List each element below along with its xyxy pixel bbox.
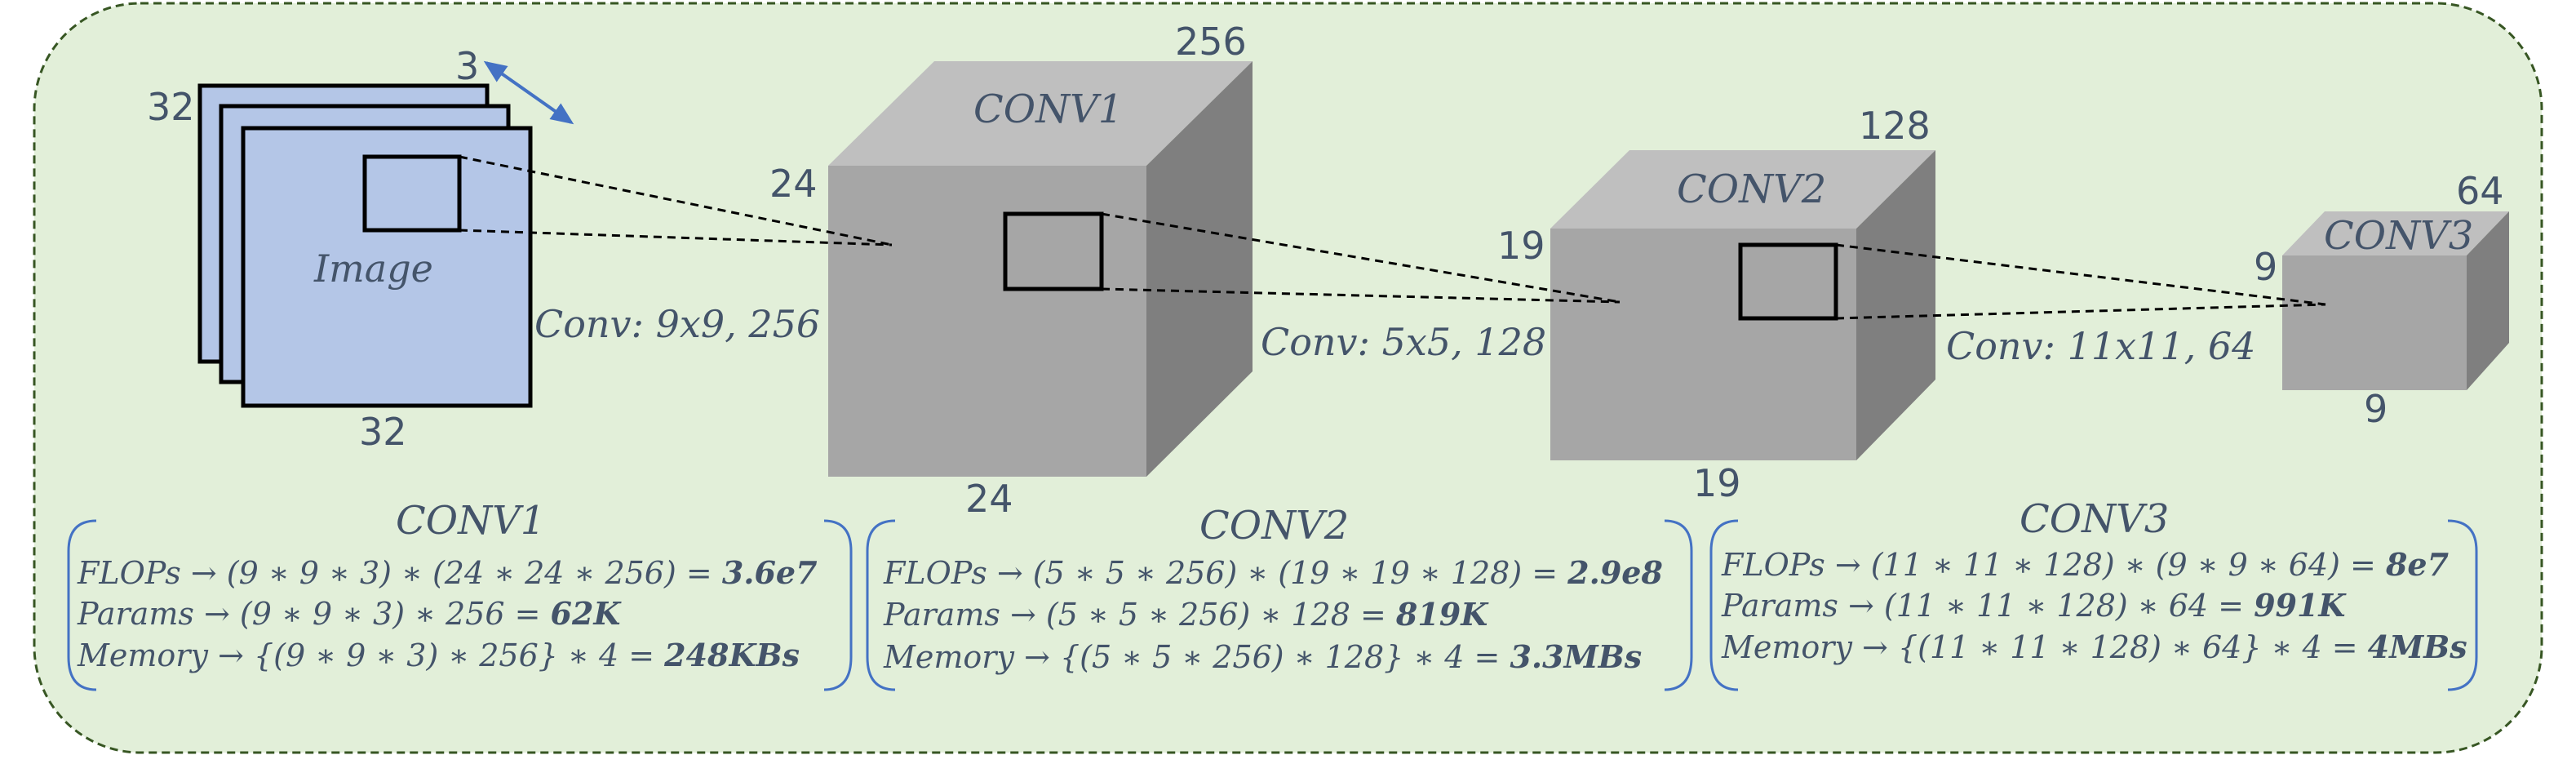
- conv1-cube-top: [828, 61, 1253, 166]
- stats-memory-value: 3.3MBs: [1510, 638, 1642, 675]
- conv3-height-label: 9: [2254, 245, 2277, 289]
- input-conv-label: Conv: 9x9, 256: [534, 302, 820, 346]
- conv1-width-label: 24: [965, 477, 1013, 521]
- stats-flops: FLOPs → (5 ∗ 5 ∗ 256) ∗ (19 ∗ 19 ∗ 128) …: [883, 554, 1663, 591]
- channels-arrow-icon: [483, 60, 574, 125]
- stats-params-value: 62K: [551, 595, 623, 632]
- conv3-width-label: 9: [2364, 387, 2388, 431]
- conv3-cube-front: [2282, 255, 2467, 390]
- conv1-kernel-window: [1003, 211, 1104, 291]
- conv2-cube-top: [1550, 150, 1935, 229]
- stats-params-expression: Params → (5 ∗ 5 ∗ 256) ∗ 128 =: [883, 597, 1396, 633]
- left-bracket: [67, 519, 97, 691]
- conv1-cube-side: [1146, 61, 1253, 477]
- stats-params-expression: Params → (11 ∗ 11 ∗ 128) ∗ 64 =: [1721, 588, 2254, 624]
- conv3-cube-top: [2282, 211, 2509, 255]
- right-bracket: [823, 519, 853, 691]
- stats-params-value: 991K: [2254, 587, 2347, 624]
- stats-flops-expression: FLOPs → (9 ∗ 9 ∗ 3) ∗ (24 ∗ 24 ∗ 256) =: [77, 555, 722, 591]
- stats-params: Params → (5 ∗ 5 ∗ 256) ∗ 128 = 819K: [883, 596, 1489, 633]
- stats-block-conv1: CONV1 FLOPs → (9 ∗ 9 ∗ 3) ∗ (24 ∗ 24 ∗ 2…: [67, 498, 853, 691]
- projection-line: [1101, 287, 1621, 304]
- stats-memory: Memory → {(5 ∗ 5 ∗ 256) ∗ 128} ∗ 4 = 3.3…: [883, 638, 1642, 675]
- conv1-depth-label: 256: [1175, 20, 1247, 64]
- stats-memory: Memory → {(9 ∗ 9 ∗ 3) ∗ 256} ∗ 4 = 248KB…: [77, 637, 800, 673]
- conv3-cube: CONV3 64 9 9: [2254, 169, 2509, 431]
- stats-block-conv2: CONV2 FLOPs → (5 ∗ 5 ∗ 256) ∗ (19 ∗ 19 ∗…: [866, 503, 1693, 691]
- stats-memory-expression: Memory → {(9 ∗ 9 ∗ 3) ∗ 256} ∗ 4 =: [77, 637, 664, 673]
- stats-params: Params → (11 ∗ 11 ∗ 128) ∗ 64 = 991K: [1721, 587, 2347, 624]
- left-bracket: [1709, 519, 1739, 691]
- stats-title: CONV1: [396, 498, 545, 544]
- right-bracket: [1664, 519, 1693, 691]
- stats-memory: Memory → {(11 ∗ 11 ∗ 128) ∗ 64} ∗ 4 = 4M…: [1721, 629, 2467, 665]
- stats-params-expression: Params → (9 ∗ 9 ∗ 3) ∗ 256 =: [77, 596, 551, 632]
- input-image-stack: Image 3 32 32: [147, 44, 574, 454]
- right-bracket: [2447, 519, 2478, 691]
- stats-memory-value: 248KBs: [663, 637, 800, 673]
- image-height-label: 32: [147, 85, 195, 129]
- conv3-cube-title: CONV3: [2324, 213, 2473, 259]
- projection-line: [459, 155, 893, 247]
- conv1-conv-label: Conv: 5x5, 128: [1261, 320, 1546, 364]
- conv3-cube-side: [2467, 211, 2509, 390]
- stats-flops: FLOPs → (9 ∗ 9 ∗ 3) ∗ (24 ∗ 24 ∗ 256) = …: [77, 554, 818, 591]
- projection-line: [1835, 303, 2326, 320]
- stats-flops-value: 8e7: [2385, 546, 2449, 583]
- stats-memory-expression: Memory → {(5 ∗ 5 ∗ 256) ∗ 128} ∗ 4 =: [883, 639, 1510, 675]
- conv1-height-label: 24: [769, 162, 818, 206]
- conv1-cube: CONV1 256 24 24: [769, 20, 1253, 521]
- projection-lines: [459, 155, 2326, 320]
- stats-memory-value: 4MBs: [2368, 629, 2467, 665]
- stats-title: CONV2: [1199, 503, 1349, 549]
- image-width-label: 32: [359, 410, 407, 454]
- conv2-cube-side: [1856, 150, 1935, 460]
- stats-title: CONV3: [2020, 496, 2169, 542]
- conv2-depth-label: 128: [1859, 104, 1931, 148]
- conv1-cube-title: CONV1: [973, 87, 1123, 132]
- stats-flops: FLOPs → (11 ∗ 11 ∗ 128) ∗ (9 ∗ 9 ∗ 64) =…: [1721, 546, 2449, 583]
- conv2-cube-title: CONV2: [1677, 167, 1826, 212]
- conv2-kernel-window: [1738, 242, 1838, 321]
- conv3-depth-label: 64: [2456, 169, 2504, 213]
- stats-flops-expression: FLOPs → (11 ∗ 11 ∗ 128) ∗ (9 ∗ 9 ∗ 64) =: [1721, 547, 2386, 583]
- stats-memory-expression: Memory → {(11 ∗ 11 ∗ 128) ∗ 64} ∗ 4 =: [1721, 629, 2368, 665]
- stats-params-value: 819K: [1395, 596, 1489, 633]
- left-bracket: [866, 519, 896, 691]
- stats-params: Params → (9 ∗ 9 ∗ 3) ∗ 256 = 62K: [77, 595, 622, 632]
- conv2-height-label: 19: [1497, 224, 1545, 268]
- image-channels-label: 3: [455, 44, 479, 88]
- conv2-conv-label: Conv: 11x11, 64: [1946, 324, 2255, 368]
- stats-flops-value: 3.6e7: [722, 554, 818, 591]
- projection-line: [459, 229, 893, 247]
- stats-block-conv3: CONV3 FLOPs → (11 ∗ 11 ∗ 128) ∗ (9 ∗ 9 ∗…: [1709, 496, 2478, 691]
- projection-line: [1101, 212, 1621, 304]
- conv2-cube: CONV2 128 19 19: [1497, 104, 1935, 505]
- stats-flops-value: 2.9e8: [1567, 554, 1663, 591]
- image-kernel-window: [362, 154, 462, 233]
- image-label: Image: [313, 247, 433, 291]
- conv2-width-label: 19: [1693, 461, 1741, 505]
- stats-flops-expression: FLOPs → (5 ∗ 5 ∗ 256) ∗ (19 ∗ 19 ∗ 128) …: [883, 555, 1567, 591]
